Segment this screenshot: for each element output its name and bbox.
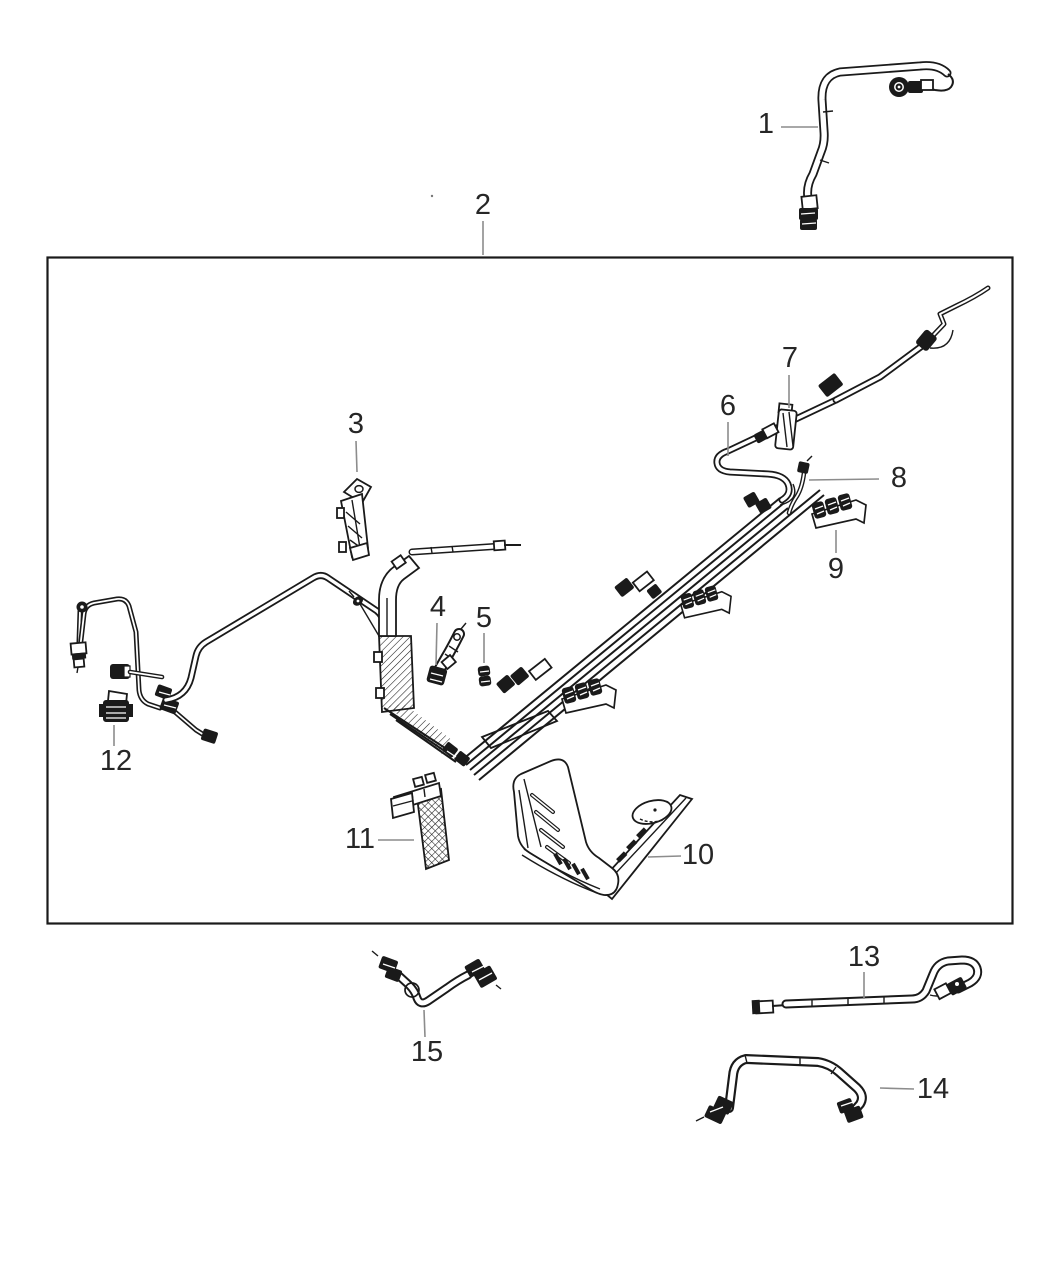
callout-10-leader: [647, 855, 682, 858]
part-13-hose: [751, 960, 978, 1015]
part-12-clip: [99, 689, 133, 722]
callout-11-label: 11: [345, 823, 375, 855]
callout-15-label: 15: [411, 1036, 443, 1068]
part-11-heat-shield: [390, 771, 450, 871]
callout-8-leader: [808, 478, 880, 481]
left-fuel-lines: [69, 576, 384, 744]
callout-2-label: 2: [475, 189, 491, 221]
line-clip: [916, 329, 937, 351]
callout-13-label: 13: [848, 941, 880, 973]
callout-7-label: 7: [782, 342, 798, 374]
callout-4-label: 4: [430, 591, 446, 623]
callout-4-leader: [435, 622, 438, 666]
callout-3-label: 3: [348, 408, 364, 440]
center-channel: [348, 539, 521, 714]
callout-8-label: 8: [891, 462, 907, 494]
callout-12-label: 12: [100, 745, 132, 777]
callout-3-leader: [355, 440, 358, 473]
part-14-hose: [695, 1055, 864, 1124]
callout-14-label: 14: [917, 1073, 949, 1105]
banjo-stem: [908, 81, 923, 93]
callout-10-label: 10: [682, 839, 714, 871]
part-1-fuel-line: [799, 66, 954, 230]
part-4-bracket: [426, 622, 467, 686]
assembly-box: [46, 256, 1014, 925]
callout-6-label: 6: [720, 390, 736, 422]
callout-5-label: 5: [476, 602, 492, 634]
part-3-bracket: [336, 477, 373, 562]
stray-dot: [430, 194, 434, 198]
part-5-clip: [477, 665, 492, 687]
part-15-hose: [371, 950, 502, 1003]
part-10-shield: [512, 758, 694, 901]
elbow-bracket: [378, 554, 421, 637]
callout-9-label: 9: [828, 553, 844, 585]
callout-14-leader: [879, 1087, 915, 1090]
part-8-stub-pipe: [789, 455, 813, 513]
part-7-clamp: [753, 402, 798, 451]
main-fuel-line-bundle: [461, 288, 988, 781]
callout-1-label: 1: [758, 108, 774, 140]
line-clip-cluster: [560, 676, 617, 714]
bundle-bend: [383, 704, 470, 767]
callout-15-leader: [423, 1009, 426, 1038]
